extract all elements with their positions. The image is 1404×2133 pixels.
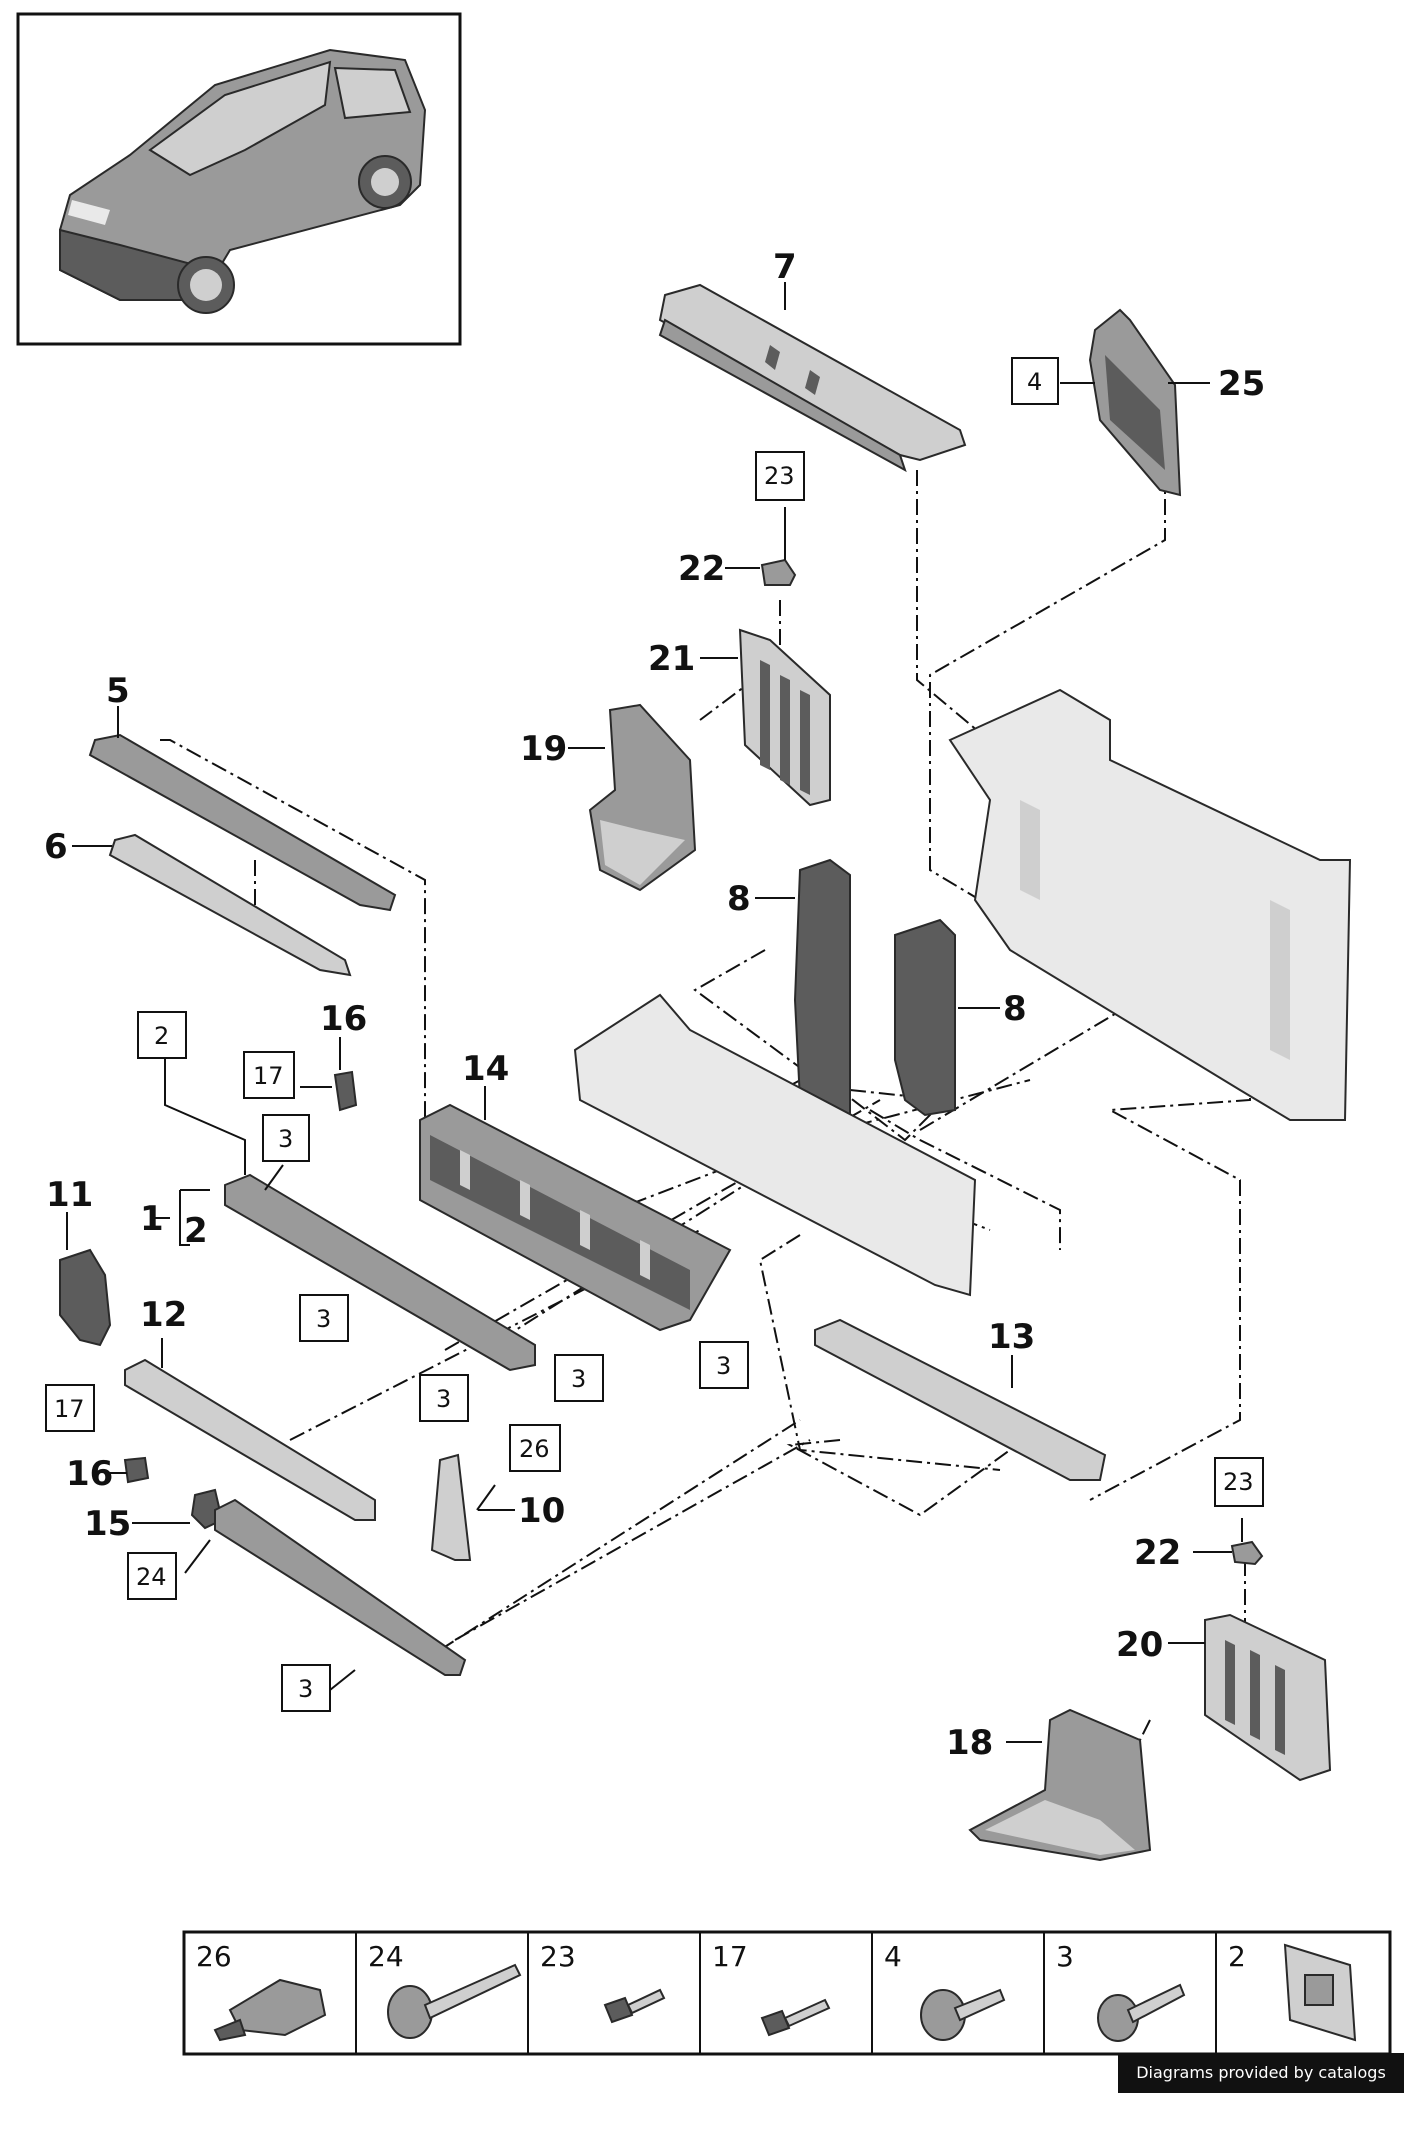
- legend-number-24: 24: [368, 1940, 404, 1973]
- callout-15: 15: [84, 1504, 131, 1544]
- diagram-credit: Diagrams provided by catalogs parts: [1118, 2053, 1404, 2122]
- part-18-lower-air-guide: [968, 1708, 1152, 1862]
- callout-19: 19: [520, 729, 567, 769]
- part-1-grille-carrier: [224, 1173, 536, 1372]
- callout-13: 13: [988, 1317, 1035, 1357]
- box-callout-23-upper: 23: [764, 462, 795, 490]
- boxed-callouts: 4 23 2 17 3 3 3 3 3 17 26 24 3 23: [45, 357, 1264, 1712]
- callout-22-upper: 22: [678, 549, 725, 589]
- bumper-reinforcement-beam: [573, 993, 977, 1297]
- vehicle-thumbnail: [16, 12, 462, 346]
- callout-22-lower: 22: [1134, 1533, 1181, 1573]
- part-8-bracket-right: [894, 918, 956, 1117]
- part-7-upper-air-duct: [658, 283, 967, 473]
- callout-6: 6: [44, 827, 68, 867]
- part-22-sensor-upper: [760, 558, 797, 586]
- part-10-side-bracket: [430, 1453, 472, 1561]
- clip-nut-icon: [1283, 1943, 1357, 2042]
- callout-12: 12: [140, 1295, 187, 1335]
- part-11-side-grille: [59, 1248, 112, 1347]
- part-20-lower-shutter: [1204, 1613, 1332, 1782]
- callout-2: 2: [184, 1211, 208, 1251]
- radiator-support-frame: [948, 688, 1352, 1121]
- flange-bolt-icon: [920, 1988, 1006, 2041]
- part-19-air-guide: [588, 703, 697, 892]
- part-22-sensor-lower: [1230, 1540, 1264, 1566]
- callout-20: 20: [1116, 1625, 1163, 1665]
- part-12-trim-strip: [124, 1358, 376, 1521]
- callout-18: 18: [946, 1723, 993, 1763]
- leader-lines: [66, 282, 1243, 1743]
- box-callout-24: 24: [136, 1563, 167, 1591]
- box-callout-17-lower: 17: [54, 1395, 85, 1423]
- part-8-bracket-left: [793, 858, 851, 1127]
- box-callout-3-f: 3: [298, 1675, 313, 1703]
- legend-number-23: 23: [540, 1940, 576, 1973]
- box-callout-3-b: 3: [316, 1305, 331, 1333]
- box-callout-26: 26: [519, 1435, 550, 1463]
- sensor-connector-icon: [213, 1978, 327, 2042]
- box-callout-3-a: 3: [278, 1125, 293, 1153]
- callout-5: 5: [106, 671, 130, 711]
- lower-mounting-beam: [214, 1498, 467, 1676]
- part-6-trim-bracket: [108, 833, 352, 977]
- callout-labels: 7 25 22 21 19 5 6 8 8 16 14 11 1 2 12 13…: [44, 247, 1265, 1763]
- callout-1: 1: [140, 1199, 164, 1239]
- suv-icon: [59, 48, 427, 314]
- callout-16-upper: 16: [320, 999, 367, 1039]
- part-16-sensor-lower: [123, 1456, 150, 1484]
- part-21-upper-shutter: [738, 628, 831, 807]
- legend-number-4: 4: [884, 1940, 902, 1973]
- box-callout-3-d: 3: [571, 1365, 586, 1393]
- callout-25: 25: [1218, 364, 1265, 404]
- box-callout-3-e: 3: [716, 1352, 731, 1380]
- box-callout-23-lower: 23: [1223, 1468, 1254, 1496]
- box-callout-3-c: 3: [436, 1385, 451, 1413]
- callout-7: 7: [773, 247, 797, 287]
- callout-8-right: 8: [1003, 989, 1027, 1029]
- legend-number-26: 26: [196, 1940, 232, 1973]
- fastener-legend: 26 24 23 17 4 3: [182, 1930, 1392, 2056]
- legend-number-2: 2: [1228, 1940, 1246, 1973]
- box-callout-2: 2: [154, 1022, 169, 1050]
- short-bolt-icon: [760, 1998, 831, 2037]
- callout-16-lower: 16: [66, 1454, 113, 1494]
- callout-21: 21: [648, 639, 695, 679]
- part-13-lower-panel: [814, 1318, 1107, 1481]
- callout-14: 14: [462, 1049, 509, 1089]
- box-callout-4: 4: [1027, 368, 1042, 396]
- callout-8-left: 8: [727, 879, 751, 919]
- short-bolt-icon: [603, 1988, 666, 2024]
- part-5-upper-trim: [88, 733, 397, 912]
- callout-10: 10: [518, 1491, 565, 1531]
- long-flange-bolt-icon: [387, 1963, 522, 2039]
- box-callout-17-upper: 17: [253, 1062, 284, 1090]
- legend-number-3: 3: [1056, 1940, 1074, 1973]
- callout-11: 11: [46, 1175, 93, 1215]
- flange-bolt-icon: [1097, 1983, 1186, 2042]
- legend-number-17: 17: [712, 1940, 748, 1973]
- part-14-shutter-grille: [419, 1103, 732, 1332]
- part-25-side-bracket: [1088, 308, 1182, 497]
- part-16-sensor-upper: [333, 1070, 358, 1112]
